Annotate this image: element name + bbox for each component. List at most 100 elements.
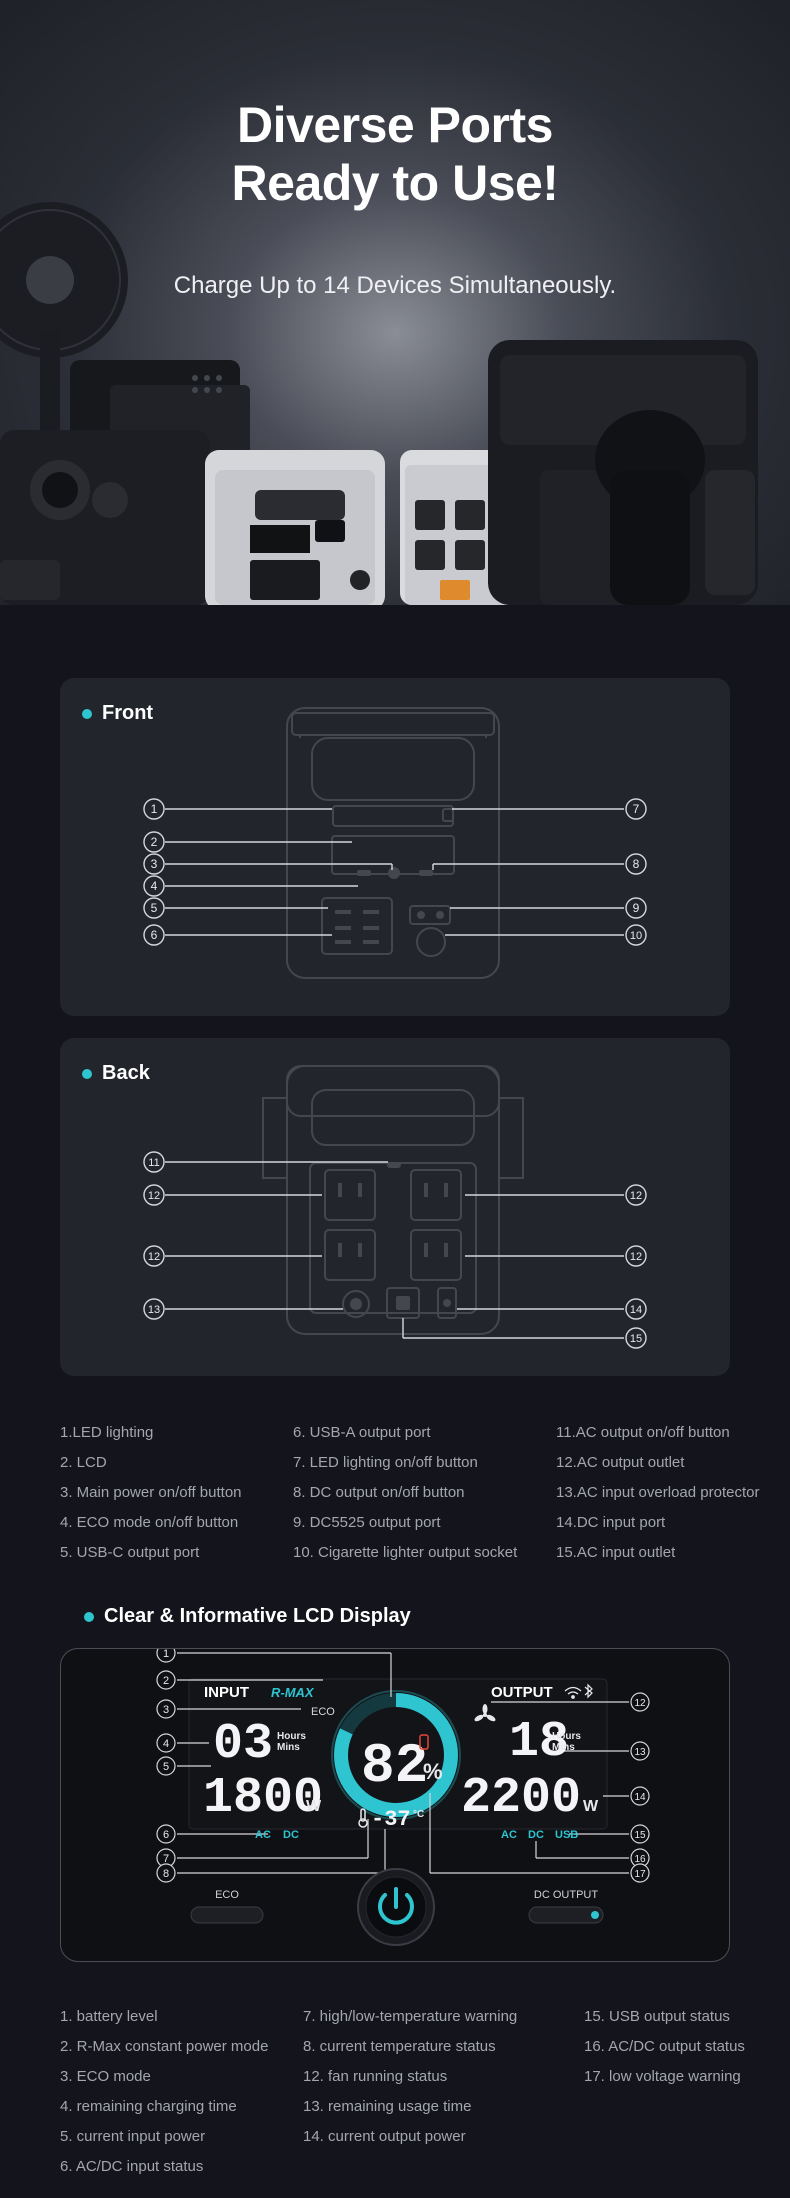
back-marker: 12 xyxy=(630,1190,642,1202)
legend-item: 5. current input power xyxy=(60,2128,206,2145)
input-watt-unit: W xyxy=(306,1798,322,1815)
power-icon xyxy=(378,1887,414,1925)
lcd-marker: 14 xyxy=(634,1792,646,1803)
legend-item: 4. ECO mode on/off button xyxy=(60,1514,239,1531)
back-marker: 15 xyxy=(630,1333,642,1345)
lcd-marker: 5 xyxy=(163,1761,169,1773)
ports-legend-col3: 11.AC output on/off button 12.AC output … xyxy=(556,1418,759,1568)
front-marker: 1 xyxy=(151,802,158,816)
input-label: INPUT xyxy=(204,1684,249,1701)
hero-subtitle: Charge Up to 14 Devices Simultaneously. xyxy=(173,272,617,299)
legend-item: 15. USB output status xyxy=(584,2008,730,2025)
legend-item: 3. ECO mode xyxy=(60,2068,151,2085)
front-marker: 8 xyxy=(633,857,640,871)
lcd-legend-col2: 7. high/low-temperature warning 8. curre… xyxy=(303,2002,517,2152)
ports-legend-col2: 6. USB-A output port 7. LED lighting on/… xyxy=(293,1418,517,1568)
back-label-text: Back xyxy=(102,1062,150,1084)
hero-title-line1: Diverse Ports xyxy=(237,97,553,153)
legend-item: 6. AC/DC input status xyxy=(60,2158,204,2175)
legend-item: 13. remaining usage time xyxy=(303,2098,472,2115)
legend-item: 11.AC output on/off button xyxy=(556,1424,730,1441)
input-ac-status: AC xyxy=(255,1829,271,1841)
legend-item: 16. AC/DC output status xyxy=(584,2038,745,2055)
wifi-icon xyxy=(564,1686,582,1699)
legend-item: 13.AC input overload protector xyxy=(556,1484,760,1501)
accent-dot-icon xyxy=(84,1611,94,1622)
fan-icon xyxy=(474,1704,496,1722)
lcd-marker: 8 xyxy=(163,1868,169,1880)
back-marker: 12 xyxy=(630,1251,642,1263)
lcd-marker: 4 xyxy=(163,1738,169,1750)
lcd-marker: 17 xyxy=(634,1869,646,1880)
dc-output-indicator xyxy=(591,1911,599,1919)
battery-percent-sign: % xyxy=(423,1759,443,1784)
lcd-marker: 16 xyxy=(634,1854,646,1865)
legend-item: 10. Cigarette lighter output socket xyxy=(293,1544,518,1561)
legend-item: 9. DC5525 output port xyxy=(293,1514,441,1531)
main-power-button[interactable] xyxy=(357,1868,435,1946)
front-marker: 2 xyxy=(151,835,158,849)
input-power: 1800 xyxy=(203,1770,323,1827)
bluetooth-icon xyxy=(584,1683,593,1699)
lcd-marker: 6 xyxy=(163,1829,169,1841)
hero-title-line2: Ready to Use! xyxy=(231,155,559,211)
front-diagram: 1 2 3 4 5 6 7 8 9 10 xyxy=(143,707,647,979)
dc-output-button-label: DC OUTPUT xyxy=(534,1889,598,1901)
legend-item: 2. LCD xyxy=(60,1454,107,1471)
front-label: Front xyxy=(82,702,153,725)
output-label: OUTPUT xyxy=(491,1684,553,1701)
eco-label: ECO xyxy=(311,1706,335,1718)
input-mins-unit: Mins xyxy=(277,1742,300,1753)
legend-item: 8. current temperature status xyxy=(303,2038,496,2055)
hero-title: Diverse Ports Ready to Use! xyxy=(0,96,790,212)
legend-item: 6. USB-A output port xyxy=(293,1424,431,1441)
legend-item: 1.LED lighting xyxy=(60,1424,154,1441)
output-dc-status: DC xyxy=(528,1829,544,1841)
front-marker: 9 xyxy=(633,901,640,915)
lcd-legend-col1: 1. battery level 2. R-Max constant power… xyxy=(60,2002,268,2182)
front-marker: 3 xyxy=(151,857,158,871)
lcd-marker: 12 xyxy=(634,1698,646,1709)
front-marker: 10 xyxy=(630,930,642,942)
thermometer-icon xyxy=(358,1808,368,1828)
lcd-diagram: 1 2 3 4 5 6 7 8 12 13 14 15 16 17 INPUT … xyxy=(156,1649,650,1946)
legend-item: 15.AC input outlet xyxy=(556,1544,676,1561)
battery-level-ring xyxy=(334,1693,458,1817)
legend-item: 3. Main power on/off button xyxy=(60,1484,242,1501)
output-watt-unit: W xyxy=(583,1798,599,1815)
front-marker: 6 xyxy=(151,928,158,942)
lcd-marker: 7 xyxy=(163,1853,169,1865)
dc-output-button[interactable] xyxy=(528,1906,604,1924)
output-remaining-time: 18 xyxy=(509,1714,569,1771)
battery-percent: 82 xyxy=(361,1734,428,1798)
back-panel: Back xyxy=(60,1038,730,1376)
back-diagram: 11 12 12 12 12 13 14 15 xyxy=(143,1065,647,1349)
legend-item: 1. battery level xyxy=(60,2008,158,2025)
input-dc-status: DC xyxy=(283,1829,299,1841)
hero-devices-illustration xyxy=(0,202,758,605)
output-power: 2200 xyxy=(461,1770,581,1827)
lcd-title-text: Clear & Informative LCD Display xyxy=(104,1605,411,1627)
current-temperature: -37 xyxy=(371,1807,411,1832)
accent-dot-icon xyxy=(82,708,92,719)
input-hours-unit: Hours xyxy=(277,1731,306,1742)
back-marker: 12 xyxy=(148,1251,160,1263)
eco-button-label: ECO xyxy=(215,1889,239,1901)
output-hours-unit: Hours xyxy=(552,1731,581,1742)
eco-button[interactable] xyxy=(190,1906,264,1924)
front-marker: 7 xyxy=(633,802,640,816)
ports-legend-col1: 1.LED lighting 2. LCD 3. Main power on/o… xyxy=(60,1418,242,1568)
legend-item: 12. fan running status xyxy=(303,2068,448,2085)
output-mins-unit: Mins xyxy=(552,1742,575,1753)
legend-item: 4. remaining charging time xyxy=(60,2098,237,2115)
back-marker: 13 xyxy=(148,1304,160,1316)
lcd-marker: 13 xyxy=(634,1747,646,1758)
back-marker: 11 xyxy=(148,1157,159,1169)
legend-item: 14.DC input port xyxy=(556,1514,666,1531)
low-voltage-icon xyxy=(419,1734,429,1750)
lcd-marker: 3 xyxy=(163,1704,169,1716)
legend-item: 14. current output power xyxy=(303,2128,466,2145)
back-marker: 14 xyxy=(630,1304,642,1316)
hero-banner: Diverse Ports Ready to Use! Charge Up to… xyxy=(0,0,790,605)
rmax-label: R-MAX xyxy=(271,1685,315,1700)
